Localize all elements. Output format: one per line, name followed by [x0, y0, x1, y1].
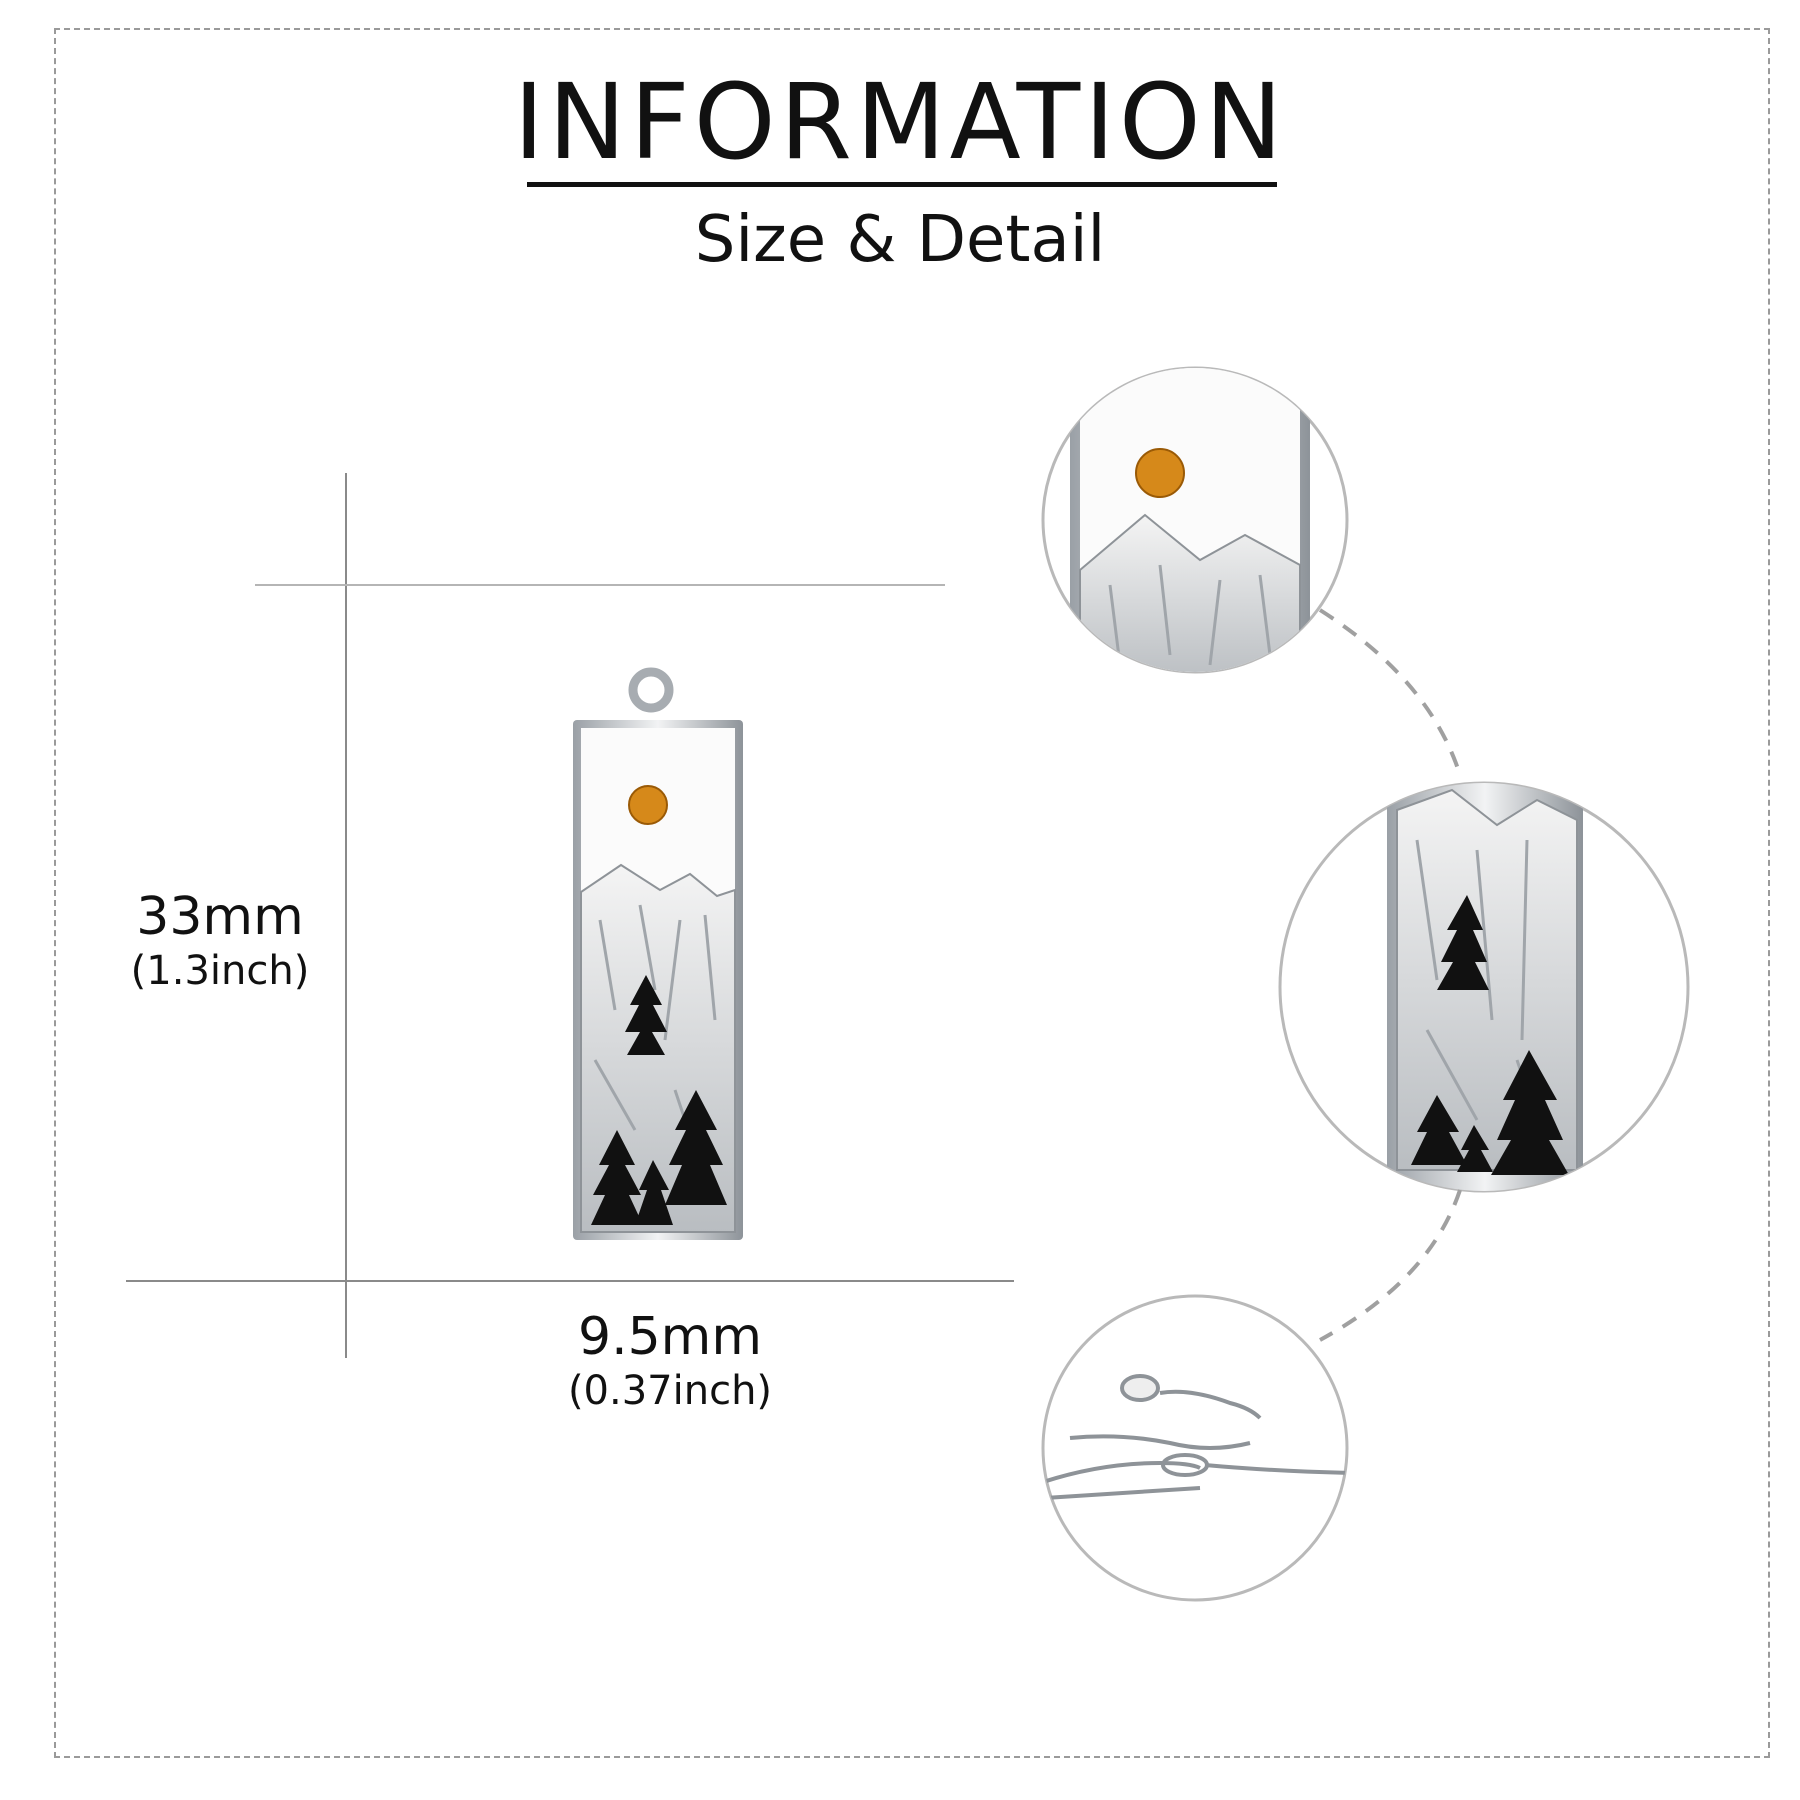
page-title: INFORMATION [513, 61, 1287, 183]
sun-icon [1135, 448, 1185, 498]
tree-group-upper [625, 975, 667, 1055]
tree-group [1411, 1050, 1569, 1175]
detail-circle-middle [1278, 781, 1690, 1193]
mountain-ridges [593, 904, 717, 1181]
tree-icon [1437, 895, 1489, 990]
tree-group-lower [591, 1090, 727, 1225]
height-guide-vertical [345, 473, 347, 1358]
width-label: 9.5mm (0.37inch) [520, 1307, 820, 1414]
page-subtitle: Size & Detail [694, 203, 1106, 277]
pendant-image [573, 667, 743, 1240]
height-label: 33mm (1.3inch) [110, 887, 330, 994]
detail-circle-top [1041, 366, 1349, 674]
width-value: 9.5mm [577, 1307, 762, 1367]
page-frame [54, 28, 1770, 1758]
width-alt: (0.37inch) [567, 1367, 773, 1414]
height-value: 33mm [136, 887, 304, 947]
bottom-guide-horizontal [126, 1280, 1014, 1282]
bail-ring [628, 667, 674, 713]
title-underline [527, 182, 1277, 187]
detail-connector [1318, 608, 1462, 1342]
detail-circle-bottom [1041, 1294, 1349, 1602]
chain-icon [1159, 1389, 1262, 1420]
top-guide-horizontal [255, 584, 945, 586]
sun-icon [628, 785, 668, 825]
height-alt: (1.3inch) [130, 947, 310, 994]
chain-tag-icon [1120, 1374, 1160, 1402]
